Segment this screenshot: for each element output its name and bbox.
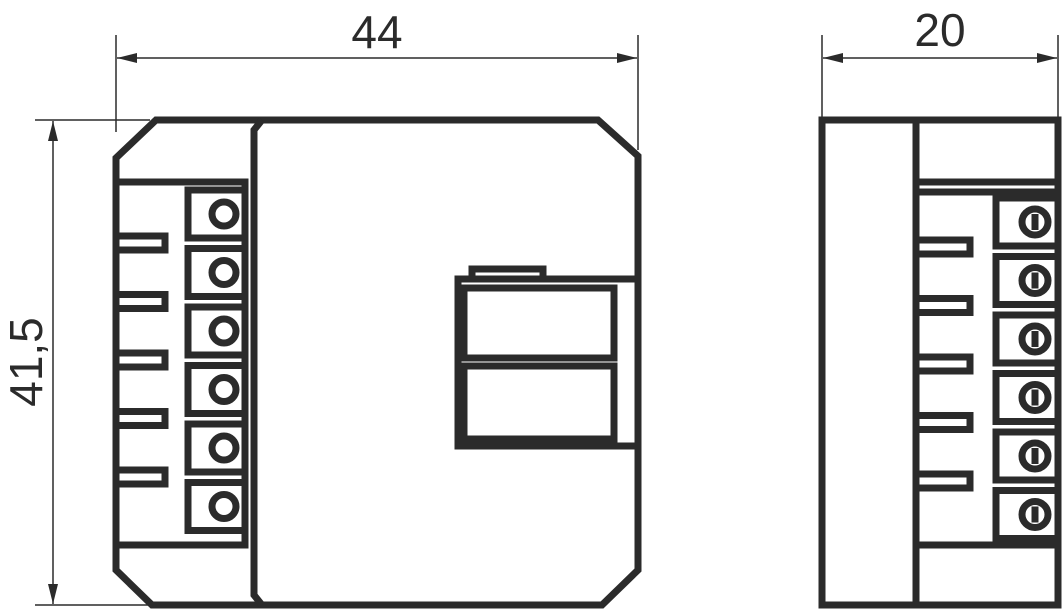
terminal-box <box>992 428 1062 484</box>
screw-icon <box>208 315 240 347</box>
wire-slot <box>916 295 974 316</box>
terminal-box <box>992 311 1062 367</box>
connector-socket <box>454 265 635 450</box>
screw-icon <box>208 374 240 405</box>
screw-icon <box>1018 381 1052 414</box>
screw-icon <box>208 432 240 464</box>
wire-slot <box>116 466 169 488</box>
wire-slot <box>916 412 974 433</box>
depth-dimension: 20 <box>821 4 1059 118</box>
terminal-box <box>184 420 249 476</box>
terminal-box <box>184 362 249 417</box>
width-dimension: 44 <box>115 6 639 150</box>
depth-label: 20 <box>914 4 965 56</box>
screw-icon <box>208 198 240 230</box>
terminal-box <box>992 370 1062 425</box>
height-label: 41,5 <box>0 317 52 407</box>
width-label: 44 <box>351 6 402 58</box>
terminal-box <box>184 479 249 534</box>
wire-slot <box>116 232 169 254</box>
terminal-box <box>992 487 1062 542</box>
front-terminals <box>116 186 249 534</box>
terminal-box <box>184 245 249 300</box>
height-dimension: 41,5 <box>0 119 150 606</box>
terminal-box <box>992 194 1062 250</box>
wire-slot <box>916 470 974 492</box>
wire-slot <box>116 408 169 429</box>
terminal-box <box>184 303 249 359</box>
wire-slot <box>916 353 974 375</box>
screw-icon <box>1018 264 1052 297</box>
screw-icon <box>208 491 240 522</box>
screw-icon <box>1018 498 1052 531</box>
wire-slot <box>116 349 169 371</box>
front-view <box>112 116 642 609</box>
wire-slot <box>916 236 974 258</box>
terminal-box <box>992 253 1062 308</box>
screw-icon <box>208 257 240 288</box>
side-view <box>818 116 1062 609</box>
screw-icon <box>1018 439 1052 473</box>
wire-slot <box>116 291 169 312</box>
side-terminals <box>916 194 1062 542</box>
screw-icon <box>1018 205 1052 239</box>
screw-icon <box>1018 322 1052 356</box>
terminal-box <box>184 186 249 242</box>
